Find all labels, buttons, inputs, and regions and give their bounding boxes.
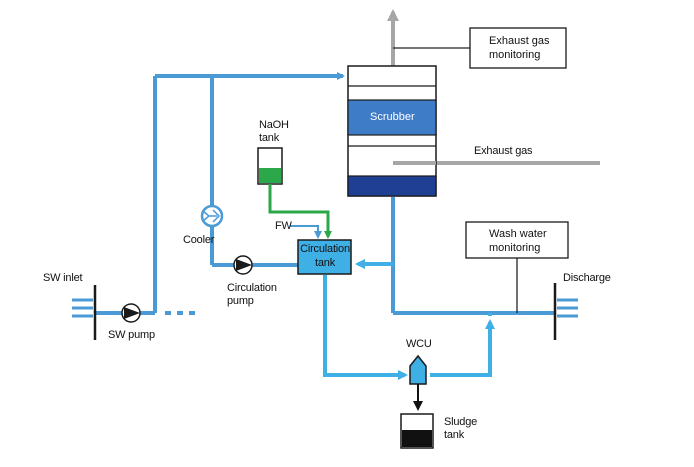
discharge-label: Discharge xyxy=(563,272,611,284)
sw-pump-icon xyxy=(121,303,141,323)
discharge-waves xyxy=(557,298,578,318)
wash-water-monitoring-label: Wash water monitoring xyxy=(489,228,547,254)
scrubber-band xyxy=(347,99,437,136)
circulation-pump-icon xyxy=(233,255,253,275)
exhaust-gas-monitoring-label: Exhaust gas monitoring xyxy=(489,35,550,61)
naoh-tank-label: NaOH tank xyxy=(259,119,289,144)
exhaust-gas-label: Exhaust gas xyxy=(474,145,533,157)
circulation-tank-vessel xyxy=(297,239,352,275)
cooler-label: Cooler xyxy=(183,234,215,246)
scrubber-sump xyxy=(347,175,437,197)
sw-inlet-label: SW inlet xyxy=(43,272,83,284)
circulation-tank-label: Circulation tank xyxy=(300,243,350,269)
wcu-icon xyxy=(409,354,427,385)
fw-line xyxy=(290,225,322,239)
wcu-to-discharge xyxy=(430,319,495,377)
circulation-pump-label: Circulation pump xyxy=(227,282,277,307)
fw-label: FW xyxy=(275,220,292,232)
circulation-lines xyxy=(323,259,495,380)
naoh-tank-vessel xyxy=(257,147,283,185)
scrubber-label: Scrubber xyxy=(370,111,415,123)
sludge-tank-label: Sludge tank xyxy=(444,416,478,441)
wash-water-monitoring-box xyxy=(465,221,569,259)
tank-to-wcu xyxy=(323,275,408,380)
naoh-dosing-line xyxy=(268,184,332,239)
sw-pump-label: SW pump xyxy=(108,329,155,341)
cooler-icon xyxy=(200,204,224,228)
scrubber-vessel xyxy=(347,65,437,197)
wcu-label: WCU xyxy=(406,338,432,350)
sw-inlet-waves xyxy=(72,298,93,318)
exhaust-gas-monitoring-box xyxy=(469,27,567,69)
sludge-tank-vessel xyxy=(400,413,434,449)
